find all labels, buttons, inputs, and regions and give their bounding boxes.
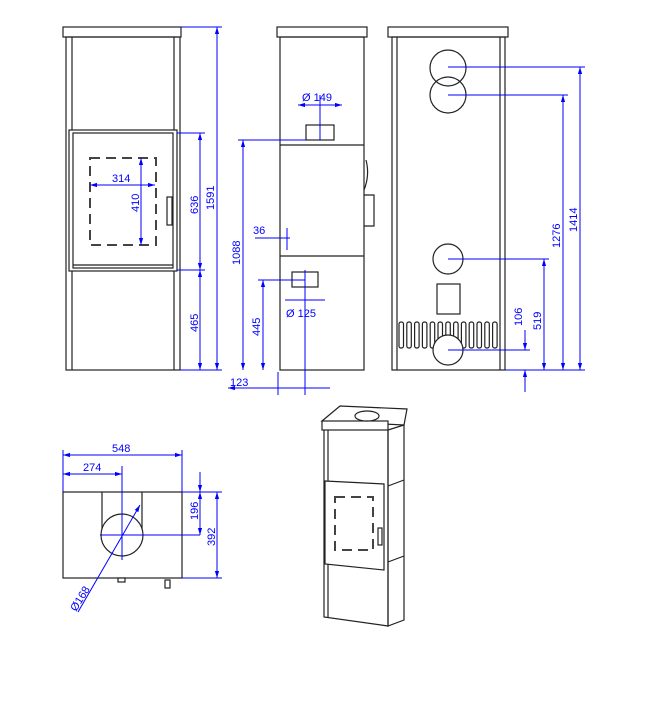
vent-slot — [492, 321, 498, 349]
dim-636: 636 — [189, 196, 201, 214]
dim-149: Ø 149 — [302, 92, 332, 104]
dim-1414: 1414 — [568, 208, 580, 232]
dim-36: 36 — [253, 225, 265, 237]
top-view: 548 274 196 392 Ø168 — [62, 443, 222, 614]
dim-1088: 1088 — [231, 241, 243, 265]
dim-392: 392 — [206, 528, 218, 546]
vent-slot — [406, 321, 412, 349]
vent-slot — [398, 321, 405, 349]
dim-1276: 1276 — [551, 224, 563, 248]
dim-465: 465 — [189, 314, 201, 332]
dim-168: Ø168 — [68, 584, 92, 613]
dim-123: 123 — [230, 377, 248, 389]
vent-slot — [414, 321, 420, 349]
vent-slot — [468, 321, 475, 349]
glass-viewing-area — [89, 157, 157, 246]
door-handle — [166, 196, 173, 226]
vent-slot — [460, 321, 467, 349]
dim-274: 274 — [83, 462, 101, 474]
dim-314: 314 — [112, 173, 130, 185]
dim-410: 410 — [130, 194, 142, 212]
dim-445: 445 — [251, 318, 263, 336]
dim-548: 548 — [112, 443, 130, 455]
vent-slot — [484, 321, 490, 349]
door — [68, 129, 178, 272]
dim-1591: 1591 — [205, 186, 217, 210]
back-view: 1414 1276 519 106 — [387, 26, 585, 392]
vent-slot — [429, 321, 436, 349]
dim-106: 106 — [513, 308, 525, 326]
vent-slot — [421, 321, 428, 349]
vent-slot — [476, 321, 483, 349]
dim-125: Ø 125 — [286, 308, 316, 320]
front-view: 314 410 636 1591 465 — [62, 26, 222, 371]
isometric-view — [320, 405, 408, 627]
side-view: Ø 149 1088 36 445 Ø 125 123 — [228, 26, 375, 395]
dim-196: 196 — [189, 502, 201, 520]
dim-519: 519 — [532, 312, 544, 330]
